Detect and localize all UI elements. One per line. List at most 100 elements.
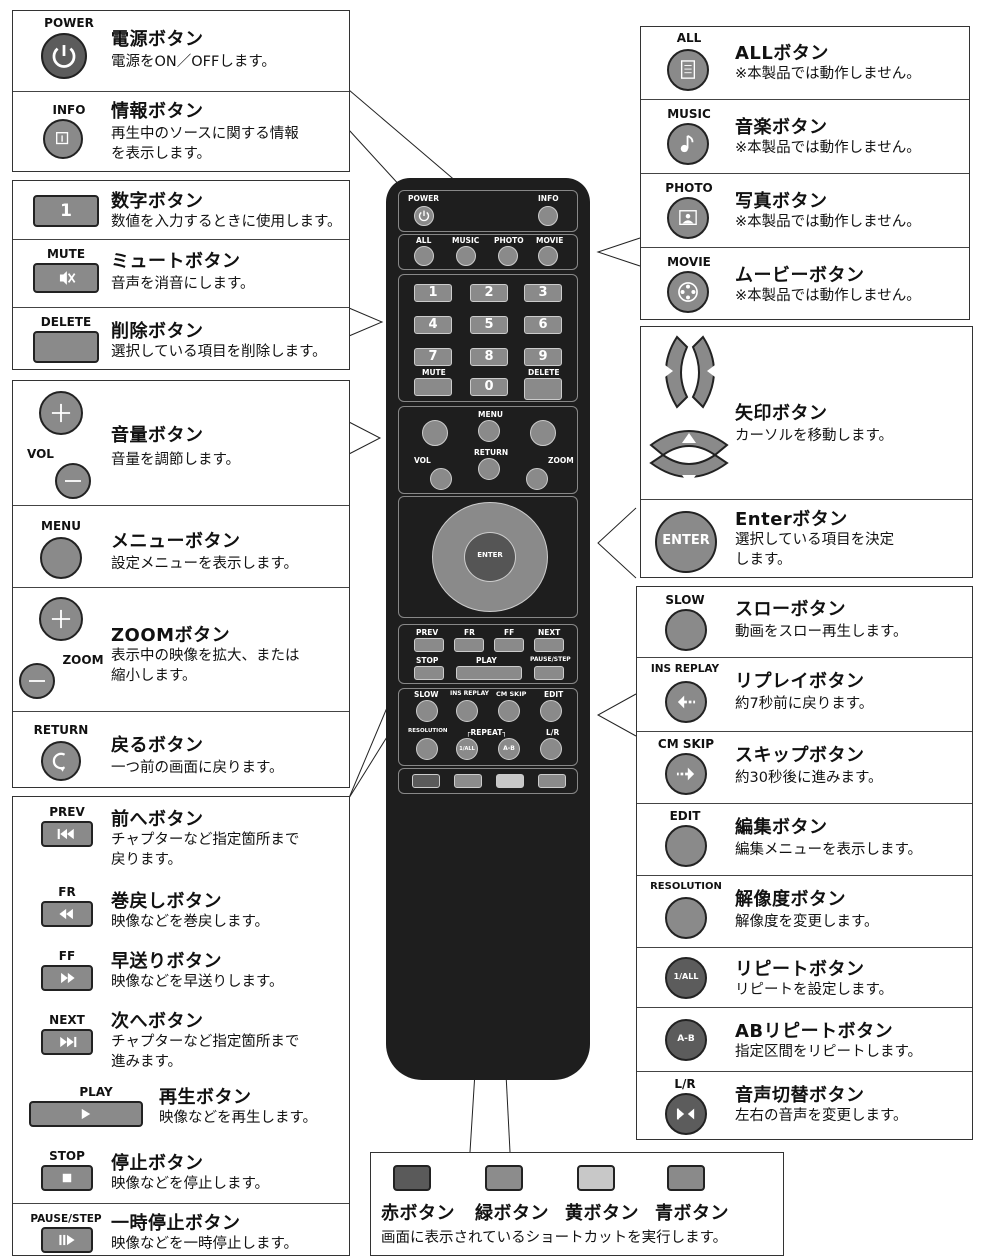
prev-button[interactable]: [41, 821, 93, 847]
arrow-left-icon: [665, 365, 673, 377]
all-title: ALLボタン: [735, 43, 829, 64]
remote-key-2[interactable]: 2: [470, 284, 508, 302]
remote-edit-button[interactable]: [540, 700, 562, 722]
repeat-button[interactable]: 1/ALL: [665, 957, 707, 999]
remote-green-button[interactable]: [454, 774, 482, 788]
arrow-down-key[interactable]: [649, 453, 729, 478]
prev-desc-2: 戻ります。: [111, 852, 183, 868]
fr-button[interactable]: [41, 901, 93, 927]
remote-key-6[interactable]: 6: [524, 316, 562, 334]
remote-key-0[interactable]: 0: [470, 378, 508, 396]
number-key-button[interactable]: 1: [33, 195, 99, 227]
remote-key-4[interactable]: 4: [414, 316, 452, 334]
zoom-in-button[interactable]: [39, 597, 83, 641]
remote-stop-button[interactable]: [414, 666, 444, 680]
remote-power-button[interactable]: [414, 206, 434, 226]
remote-return-button[interactable]: [478, 458, 500, 480]
remote-ff-button[interactable]: [494, 638, 524, 652]
remote-all-button[interactable]: [414, 246, 434, 266]
yellow-button[interactable]: [577, 1165, 615, 1191]
remote-mute-button[interactable]: [414, 378, 452, 396]
resolution-button[interactable]: [665, 897, 707, 939]
insreplay-button[interactable]: [665, 681, 707, 723]
remote-lr-button[interactable]: [540, 738, 562, 760]
number-key-text: 1: [60, 201, 72, 221]
mute-button[interactable]: [33, 263, 99, 293]
remote-repeat-button[interactable]: 1/ALL: [456, 738, 478, 760]
power-button[interactable]: [41, 33, 87, 79]
movie-button[interactable]: [667, 271, 709, 313]
remote-enter-button[interactable]: ENTER: [464, 532, 516, 582]
volume-down-button[interactable]: [55, 463, 91, 499]
remote-zoom-out-button[interactable]: [526, 468, 548, 490]
info-button[interactable]: [43, 119, 83, 159]
remote-vol-label: VOL: [414, 456, 431, 465]
ab-repeat-button[interactable]: A-B: [665, 1019, 707, 1061]
remote-yellow-button[interactable]: [496, 774, 524, 788]
remote-slow-button[interactable]: [416, 700, 438, 722]
zoom-out-button[interactable]: [19, 663, 55, 699]
blue-button[interactable]: [667, 1165, 705, 1191]
remote-insreplay-button[interactable]: [456, 700, 478, 722]
arrow-right-icon: [707, 365, 715, 377]
photo-button[interactable]: [667, 197, 709, 239]
remote-power-label: POWER: [408, 194, 440, 203]
remote-key-3[interactable]: 3: [524, 284, 562, 302]
red-button[interactable]: [393, 1165, 431, 1191]
return-label: RETURN: [33, 723, 89, 737]
remote-key-5[interactable]: 5: [470, 316, 508, 334]
remote-delete-button[interactable]: [524, 378, 562, 400]
play-button[interactable]: [29, 1101, 143, 1127]
volume-up-button[interactable]: [39, 391, 83, 435]
remote-info-button[interactable]: [538, 206, 558, 226]
remote-play-button[interactable]: [456, 666, 522, 680]
remote-pause-button[interactable]: [534, 666, 564, 680]
cmskip-button[interactable]: [665, 753, 707, 795]
music-button[interactable]: [667, 123, 709, 165]
remote-key-1[interactable]: 1: [414, 284, 452, 302]
remote-music-button[interactable]: [456, 246, 476, 266]
remote-menu-button[interactable]: [478, 420, 500, 442]
arrow-right-key[interactable]: [691, 335, 715, 409]
remote-lr-label: L/R: [546, 728, 560, 737]
delete-button[interactable]: [33, 331, 99, 363]
play-desc: 映像などを再生します。: [159, 1110, 318, 1126]
remote-vol-up-button[interactable]: [422, 420, 448, 446]
remote-ab-button[interactable]: A-B: [498, 738, 520, 760]
arrow-left-key[interactable]: [665, 335, 689, 409]
remote-blue-button[interactable]: [538, 774, 566, 788]
volume-panel: VOL 音量ボタン 音量を調節します。 MENU メニューボタン 設定メニューを…: [12, 380, 350, 788]
remote-next-button[interactable]: [534, 638, 564, 652]
pause-button[interactable]: [41, 1227, 93, 1253]
next-button[interactable]: [41, 1029, 93, 1055]
music-note-icon: [680, 135, 694, 153]
remote-photo-button[interactable]: [498, 246, 518, 266]
remote-prev-button[interactable]: [414, 638, 444, 652]
edit-button[interactable]: [665, 825, 707, 867]
remote-vol-down-button[interactable]: [430, 468, 452, 490]
remote-key-9[interactable]: 9: [524, 348, 562, 366]
ff-button[interactable]: [41, 965, 93, 991]
return-button[interactable]: [41, 741, 81, 781]
enter-button[interactable]: ENTER: [655, 511, 717, 573]
remote-zoom-in-button[interactable]: [530, 420, 556, 446]
remote-key-8[interactable]: 8: [470, 348, 508, 366]
power-title: 電源ボタン: [111, 29, 204, 50]
all-button[interactable]: [667, 49, 709, 91]
ab-repeat-desc: 指定区間をリピートします。: [735, 1044, 923, 1060]
remote-movie-button[interactable]: [538, 246, 558, 266]
green-button[interactable]: [485, 1165, 523, 1191]
remote-key-7[interactable]: 7: [414, 348, 452, 366]
pause-title: 一時停止ボタン: [111, 1213, 241, 1234]
stop-button[interactable]: [41, 1165, 93, 1191]
slow-button[interactable]: [665, 609, 707, 651]
remote-red-button[interactable]: [412, 774, 440, 788]
menu-button[interactable]: [40, 537, 82, 579]
red-title: 赤ボタン: [381, 1203, 455, 1224]
remote-resolution-button[interactable]: [416, 738, 438, 760]
lr-button[interactable]: [665, 1093, 707, 1135]
prev-label: PREV: [49, 805, 85, 819]
remote-cmskip-button[interactable]: [498, 700, 520, 722]
arrow-keys-graphic[interactable]: [647, 333, 733, 499]
remote-fr-button[interactable]: [454, 638, 484, 652]
